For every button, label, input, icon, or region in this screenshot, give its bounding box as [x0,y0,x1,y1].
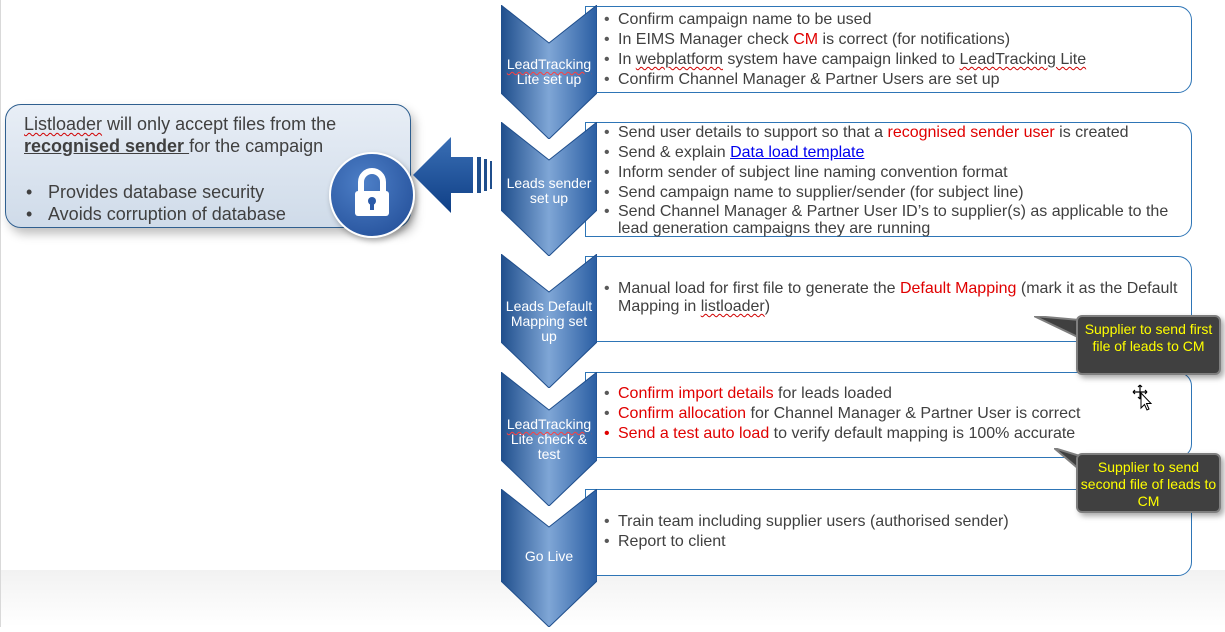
callout-text: Supplier to send second file of leads to… [1080,459,1217,509]
chevron-label-line: Lite check & [510,431,588,447]
step-item-text: Send campaign name to supplier/sender (f… [618,184,1024,201]
move-cursor-icon [1132,384,1153,411]
step-box-check-test: Confirm import details for leads loaded … [585,372,1192,458]
callout-tail [1034,316,1081,340]
step-item: Send user details to support so that a r… [604,123,1188,143]
step-items: Confirm import details for leads loaded … [604,384,1080,444]
lock-icon [329,152,415,238]
step-item: Report to client [604,532,1009,552]
step-item-highlight: CM [793,31,819,48]
step-item-highlight: recognised sender user [887,124,1055,141]
step-items: Manual load for first file to generate t… [604,280,1179,316]
info-bullets: Provides database security Avoids corrup… [24,181,286,225]
chevron-label-line: set up [529,190,569,206]
step-item: Send campaign name to supplier/sender (f… [604,183,1188,203]
step-item: Send & explain Data load template [604,143,1188,163]
callout-text: Supplier to send first file of leads to … [1084,321,1213,354]
chevron-step-2: Leads sender set up [500,120,598,257]
step-item-highlight: Confirm allocation [618,405,747,422]
chevron-label-line: Mapping set [510,313,588,329]
chevron-label-line: Lite set up [516,71,582,87]
chevron-label-line: LeadTracking [506,416,592,432]
callout-first-file: Supplier to send first file of leads to … [1076,315,1221,375]
chevron-label-line: up [541,328,557,344]
info-heading-part: Listloader [24,114,103,134]
step-item-text: Report to client [618,533,726,550]
chevron-step-5: Go Live [500,487,598,628]
chevron-label: Leads Default Mapping set up [501,299,597,344]
step-item: Confirm allocation for Channel Manager &… [604,404,1080,424]
callout-second-file: Supplier to send second file of leads to… [1076,453,1221,513]
step-item-text: In EIMS Manager check [618,31,794,48]
step-item-highlight: Default Mapping [899,280,1017,297]
info-heading: Listloader will only accept files from t… [24,113,354,157]
step-item-text: Send & explain [618,144,731,161]
info-heading-part: will only accept files from the [102,114,337,134]
chevron-label: LeadTracking Lite set up [501,57,597,87]
step-item: Confirm import details for leads loaded [604,384,1080,404]
step-items: Send user details to support so that a r… [604,123,1188,237]
step-item-text: In [618,51,636,68]
step-item: In webplatform system have campaign link… [604,50,1086,70]
step-item: Confirm campaign name to be used [604,10,1086,30]
info-heading-strong: recognised sender [24,136,190,156]
step-items: Train team including supplier users (aut… [604,512,1009,552]
step-item-text: Manual load for first file to generate t… [618,280,900,297]
step-item-text: is created [1054,124,1129,141]
step-item-highlight: Send a test auto load [618,425,770,442]
step-item: Train team including supplier users (aut… [604,512,1009,532]
left-divider [0,0,1,627]
chevron-label: LeadTracking Lite check & test [501,417,597,462]
step-item-text: Inform sender of subject line naming con… [618,164,1008,181]
info-bullet: Avoids corruption of database [24,203,286,225]
chevron-label-line: Leads sender [506,175,592,191]
info-bullet: Provides database security [24,181,286,203]
chevron-label-line: test [537,446,561,462]
step-item: Send Channel Manager & Partner User ID’s… [604,203,1188,237]
step-item: Inform sender of subject line naming con… [604,163,1188,183]
step-item-term: webplatform [635,51,723,68]
step-item: Confirm Channel Manager & Partner Users … [604,70,1086,90]
step-box-go-live: Train team including supplier users (aut… [585,489,1192,576]
step-item-text: Confirm Channel Manager & Partner Users … [618,71,1000,88]
step-items: Confirm campaign name to be used In EIMS… [604,10,1086,90]
data-load-template-link[interactable]: Data load template [730,144,865,161]
step-item: Send a test auto load to verify default … [604,424,1080,444]
step-box-leads-sender-setup: Send user details to support so that a r… [585,122,1192,237]
left-arrow-icon [413,137,492,213]
step-item-text: system have campaign linked to [722,51,960,68]
step-item: In EIMS Manager check CM is correct (for… [604,30,1086,50]
chevron-step-3: Leads Default Mapping set up [500,252,598,389]
chevron-label: Leads sender set up [501,176,597,206]
step-item-text: Confirm campaign name to be used [618,11,872,28]
step-item-text: for Channel Manager & Partner User is co… [746,405,1081,422]
chevron-step-4: LeadTracking Lite check & test [500,370,598,507]
step-item-text: Train team including supplier users (aut… [618,513,1009,530]
chevron-label-line: Go Live [524,548,574,564]
chevron-label-line: LeadTracking [506,56,592,72]
info-heading-part: for the campaign [189,136,324,156]
step-item-text: for leads loaded [773,385,892,402]
background-shade [0,570,1225,627]
step-item-text: to verify default mapping is 100% accura… [769,425,1076,442]
step-item-highlight: Confirm import details [618,385,774,402]
step-item: Manual load for first file to generate t… [604,280,1179,316]
step-item-term: listloader [700,298,765,315]
chevron-label: Go Live [501,549,597,564]
chevron-label-line: Leads Default [505,298,593,314]
step-item-term: LeadTracking Lite [959,51,1087,68]
step-item-text: ) [764,298,771,315]
step-item-text: Send user details to support so that a [618,124,888,141]
chevron-step-1: LeadTracking Lite set up [500,3,598,140]
step-box-leadtracking-setup: Confirm campaign name to be used In EIMS… [585,6,1192,93]
step-item-text: Send Channel Manager & Partner User ID’s… [618,203,1169,237]
step-item-text: is correct (for notifications) [818,31,1011,48]
step-item-text: (mark it as the Default Mapping in [618,280,1178,315]
